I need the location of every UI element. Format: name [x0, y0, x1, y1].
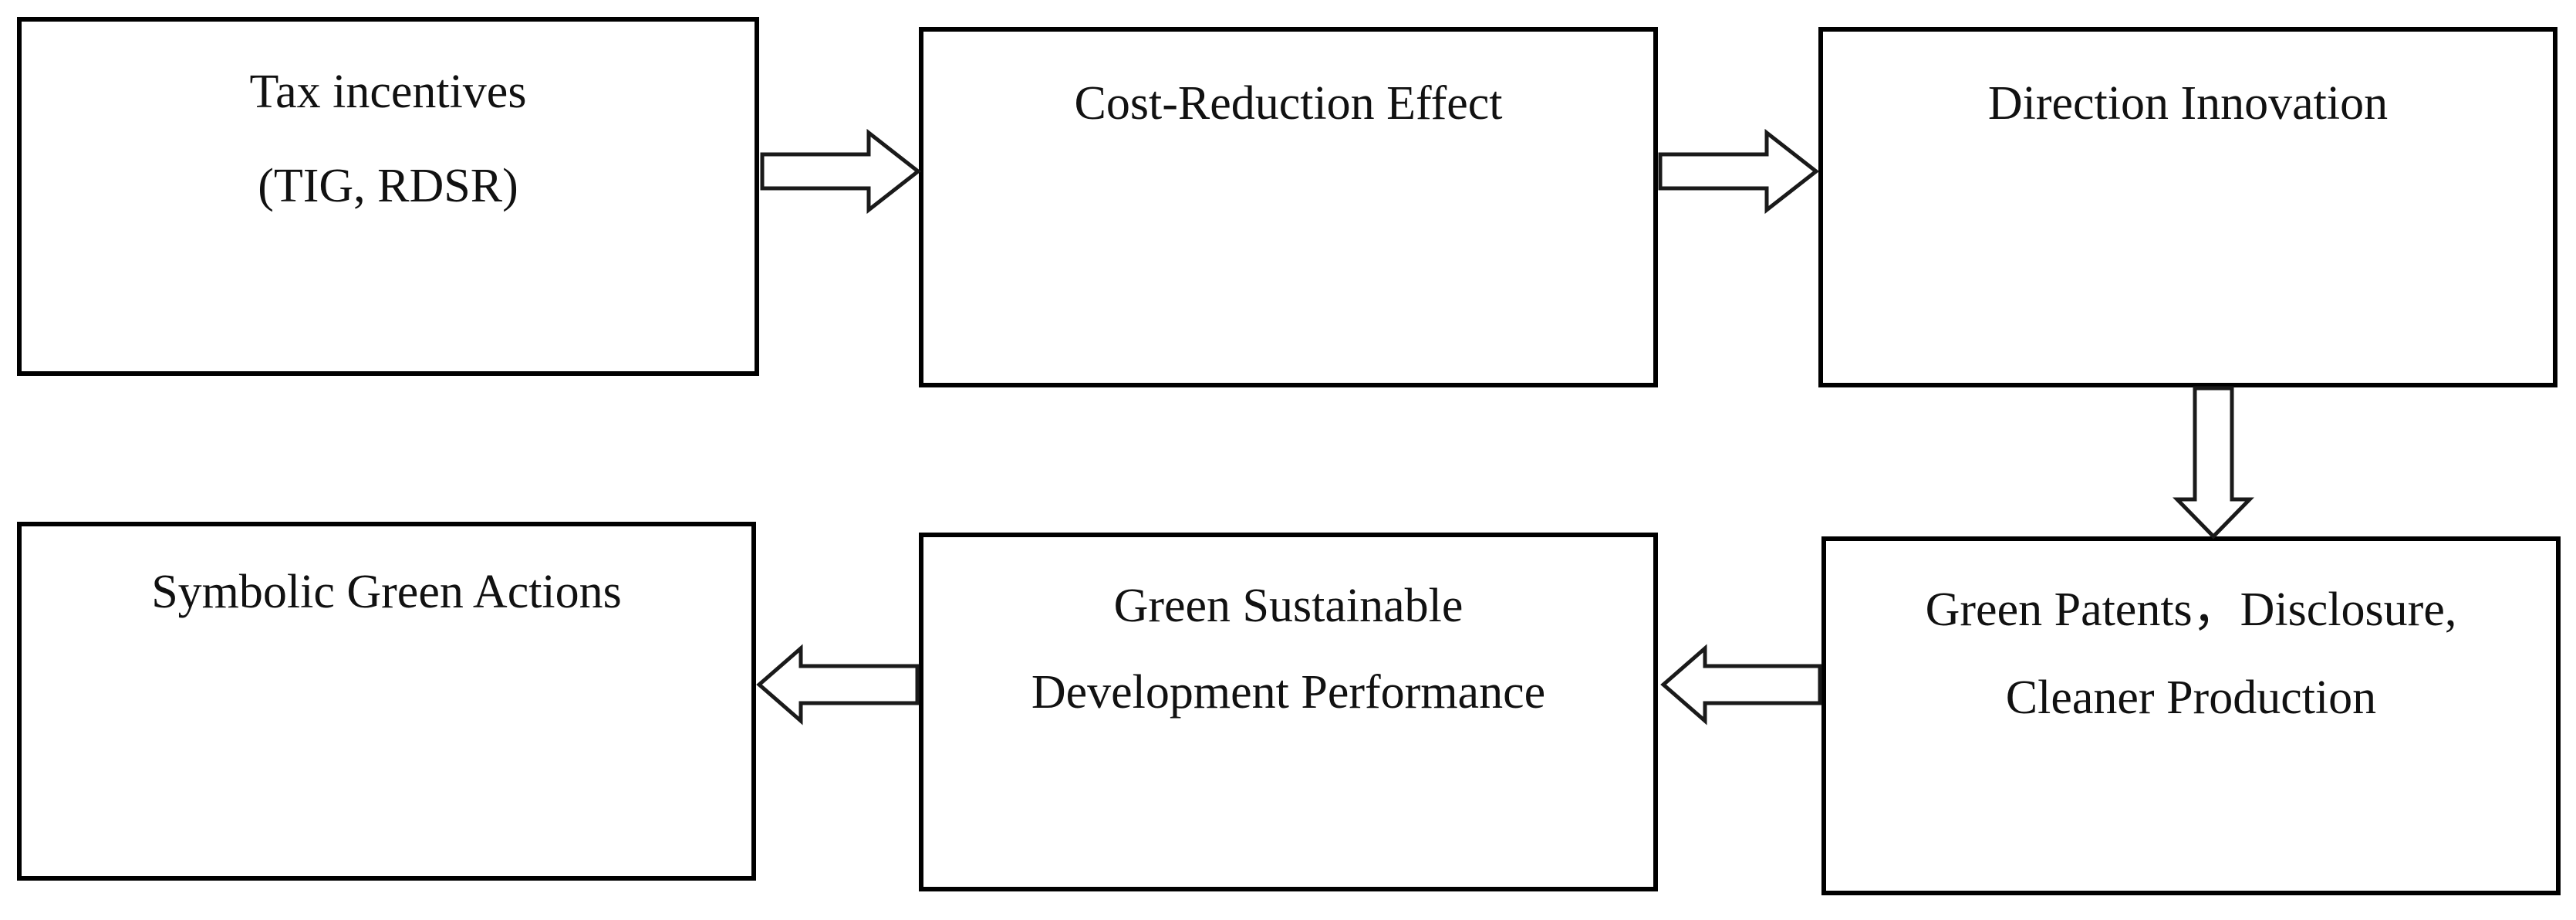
node-tax-incentives: Tax incentives (TIG, RDSR)	[17, 17, 759, 376]
node-label-line2: Development Performance	[1031, 666, 1546, 719]
node-label-line1: Direction Innovation	[1987, 77, 2389, 130]
node-label-line1: Symbolic Green Actions	[151, 566, 622, 618]
arrow-right-1	[760, 128, 922, 215]
arrow-down-1	[2173, 386, 2254, 539]
node-label-line1: Tax incentives	[249, 66, 527, 118]
node-label-line1: Cost-Reduction Effect	[1074, 77, 1503, 130]
node-label-line2: Cleaner Production	[2005, 671, 2377, 724]
node-label-line1: Green Patents，Disclosure,	[1925, 583, 2457, 636]
node-direction-innovation: Direction Innovation	[1818, 27, 2557, 387]
arrow-right-2	[1658, 128, 1820, 215]
node-green-sustainable-development-performance: Green Sustainable Development Performanc…	[919, 533, 1658, 891]
node-label-line2: (TIG, RDSR)	[258, 160, 518, 212]
node-label-line1: Green Sustainable	[1113, 580, 1464, 632]
node-symbolic-green-actions: Symbolic Green Actions	[17, 522, 756, 881]
arrow-left-2	[756, 644, 920, 726]
node-green-patents-disclosure-cleaner-production: Green Patents，Disclosure, Cleaner Produc…	[1821, 536, 2561, 895]
node-cost-reduction-effect: Cost-Reduction Effect	[919, 27, 1658, 387]
arrow-left-1	[1660, 644, 1822, 726]
